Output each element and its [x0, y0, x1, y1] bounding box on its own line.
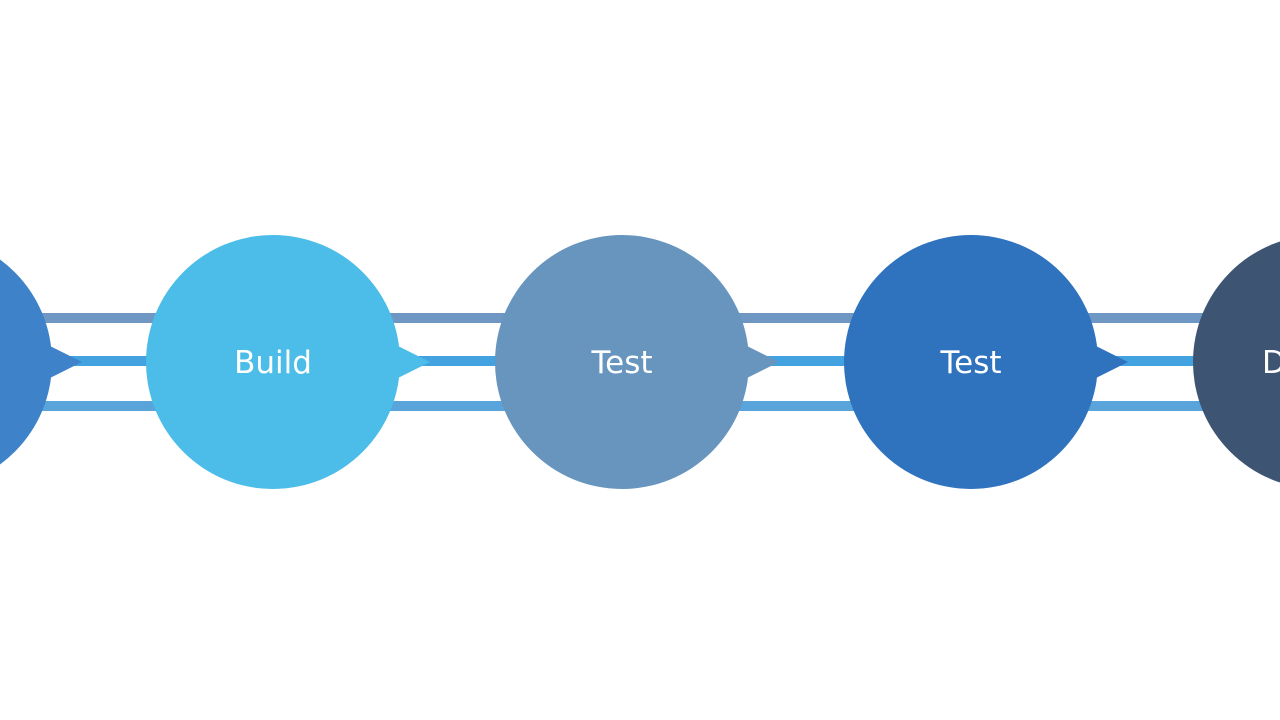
stage-circle	[844, 235, 1098, 489]
stage-node	[0, 259, 82, 465]
stage-circle	[495, 235, 749, 489]
stage-node-group: Build Test Test D	[0, 235, 1280, 489]
stage-circle	[146, 235, 400, 489]
stage-circle	[0, 259, 52, 465]
stage-label: Test	[939, 345, 1001, 381]
stage-node: Test	[844, 235, 1128, 489]
stage-label: Test	[590, 345, 652, 381]
stage-node: D	[1193, 241, 1280, 483]
stage-node: Test	[495, 235, 779, 489]
stage-circle	[1193, 241, 1280, 483]
stage-label: D	[1262, 345, 1280, 381]
stage-label: Build	[234, 345, 312, 381]
stage-node: Build	[146, 235, 430, 489]
